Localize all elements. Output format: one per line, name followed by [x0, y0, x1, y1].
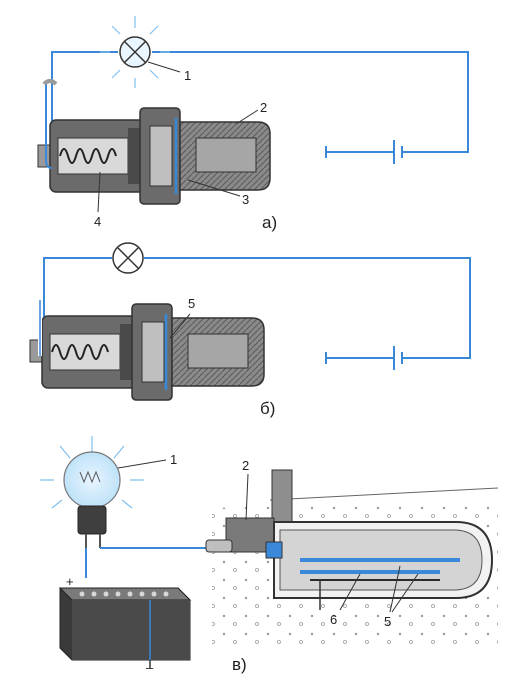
leader-lines-a — [97, 61, 259, 213]
panel-label-c: в) — [232, 655, 247, 674]
panel-c: 1 2 6 5 + – в) — [40, 436, 499, 674]
lamp-symbol-a-icon — [119, 36, 151, 68]
battery-symbol-b-icon — [325, 346, 403, 370]
leader-line-b-5 — [169, 313, 191, 339]
panel-b: 5 б) — [29, 242, 471, 418]
callout-c-2: 2 — [242, 458, 249, 473]
light-bulb-icon — [63, 451, 121, 548]
callout-a-3: 3 — [242, 192, 249, 207]
callout-a-4: 4 — [94, 214, 101, 229]
panel-label-a: а) — [262, 213, 277, 232]
polarity-minus: – — [146, 660, 154, 674]
sensor-probe-c — [205, 517, 494, 610]
sensor-body-a — [37, 79, 271, 205]
panel-label-b: б) — [260, 399, 275, 418]
panel-a: 1 2 3 4 а) — [37, 16, 469, 232]
battery-symbol-a-icon — [325, 140, 403, 164]
callout-c-1: 1 — [170, 452, 177, 467]
leader-lines-c — [117, 459, 419, 613]
lamp-symbol-b-icon — [112, 242, 144, 274]
callout-a-2: 2 — [260, 100, 267, 115]
sensor-body-b — [29, 300, 265, 401]
callout-a-1: 1 — [184, 68, 191, 83]
polarity-plus: + — [66, 574, 74, 589]
circuit-wire-c — [85, 547, 210, 578]
callout-c-5: 5 — [384, 614, 391, 629]
lamp-glow-a — [100, 16, 170, 88]
callout-b-5: 5 — [188, 296, 195, 311]
battery-icon — [58, 587, 192, 668]
circuit-wire-b — [43, 257, 471, 359]
lamp-glow-c — [40, 436, 144, 509]
callout-c-6: 6 — [330, 612, 337, 627]
